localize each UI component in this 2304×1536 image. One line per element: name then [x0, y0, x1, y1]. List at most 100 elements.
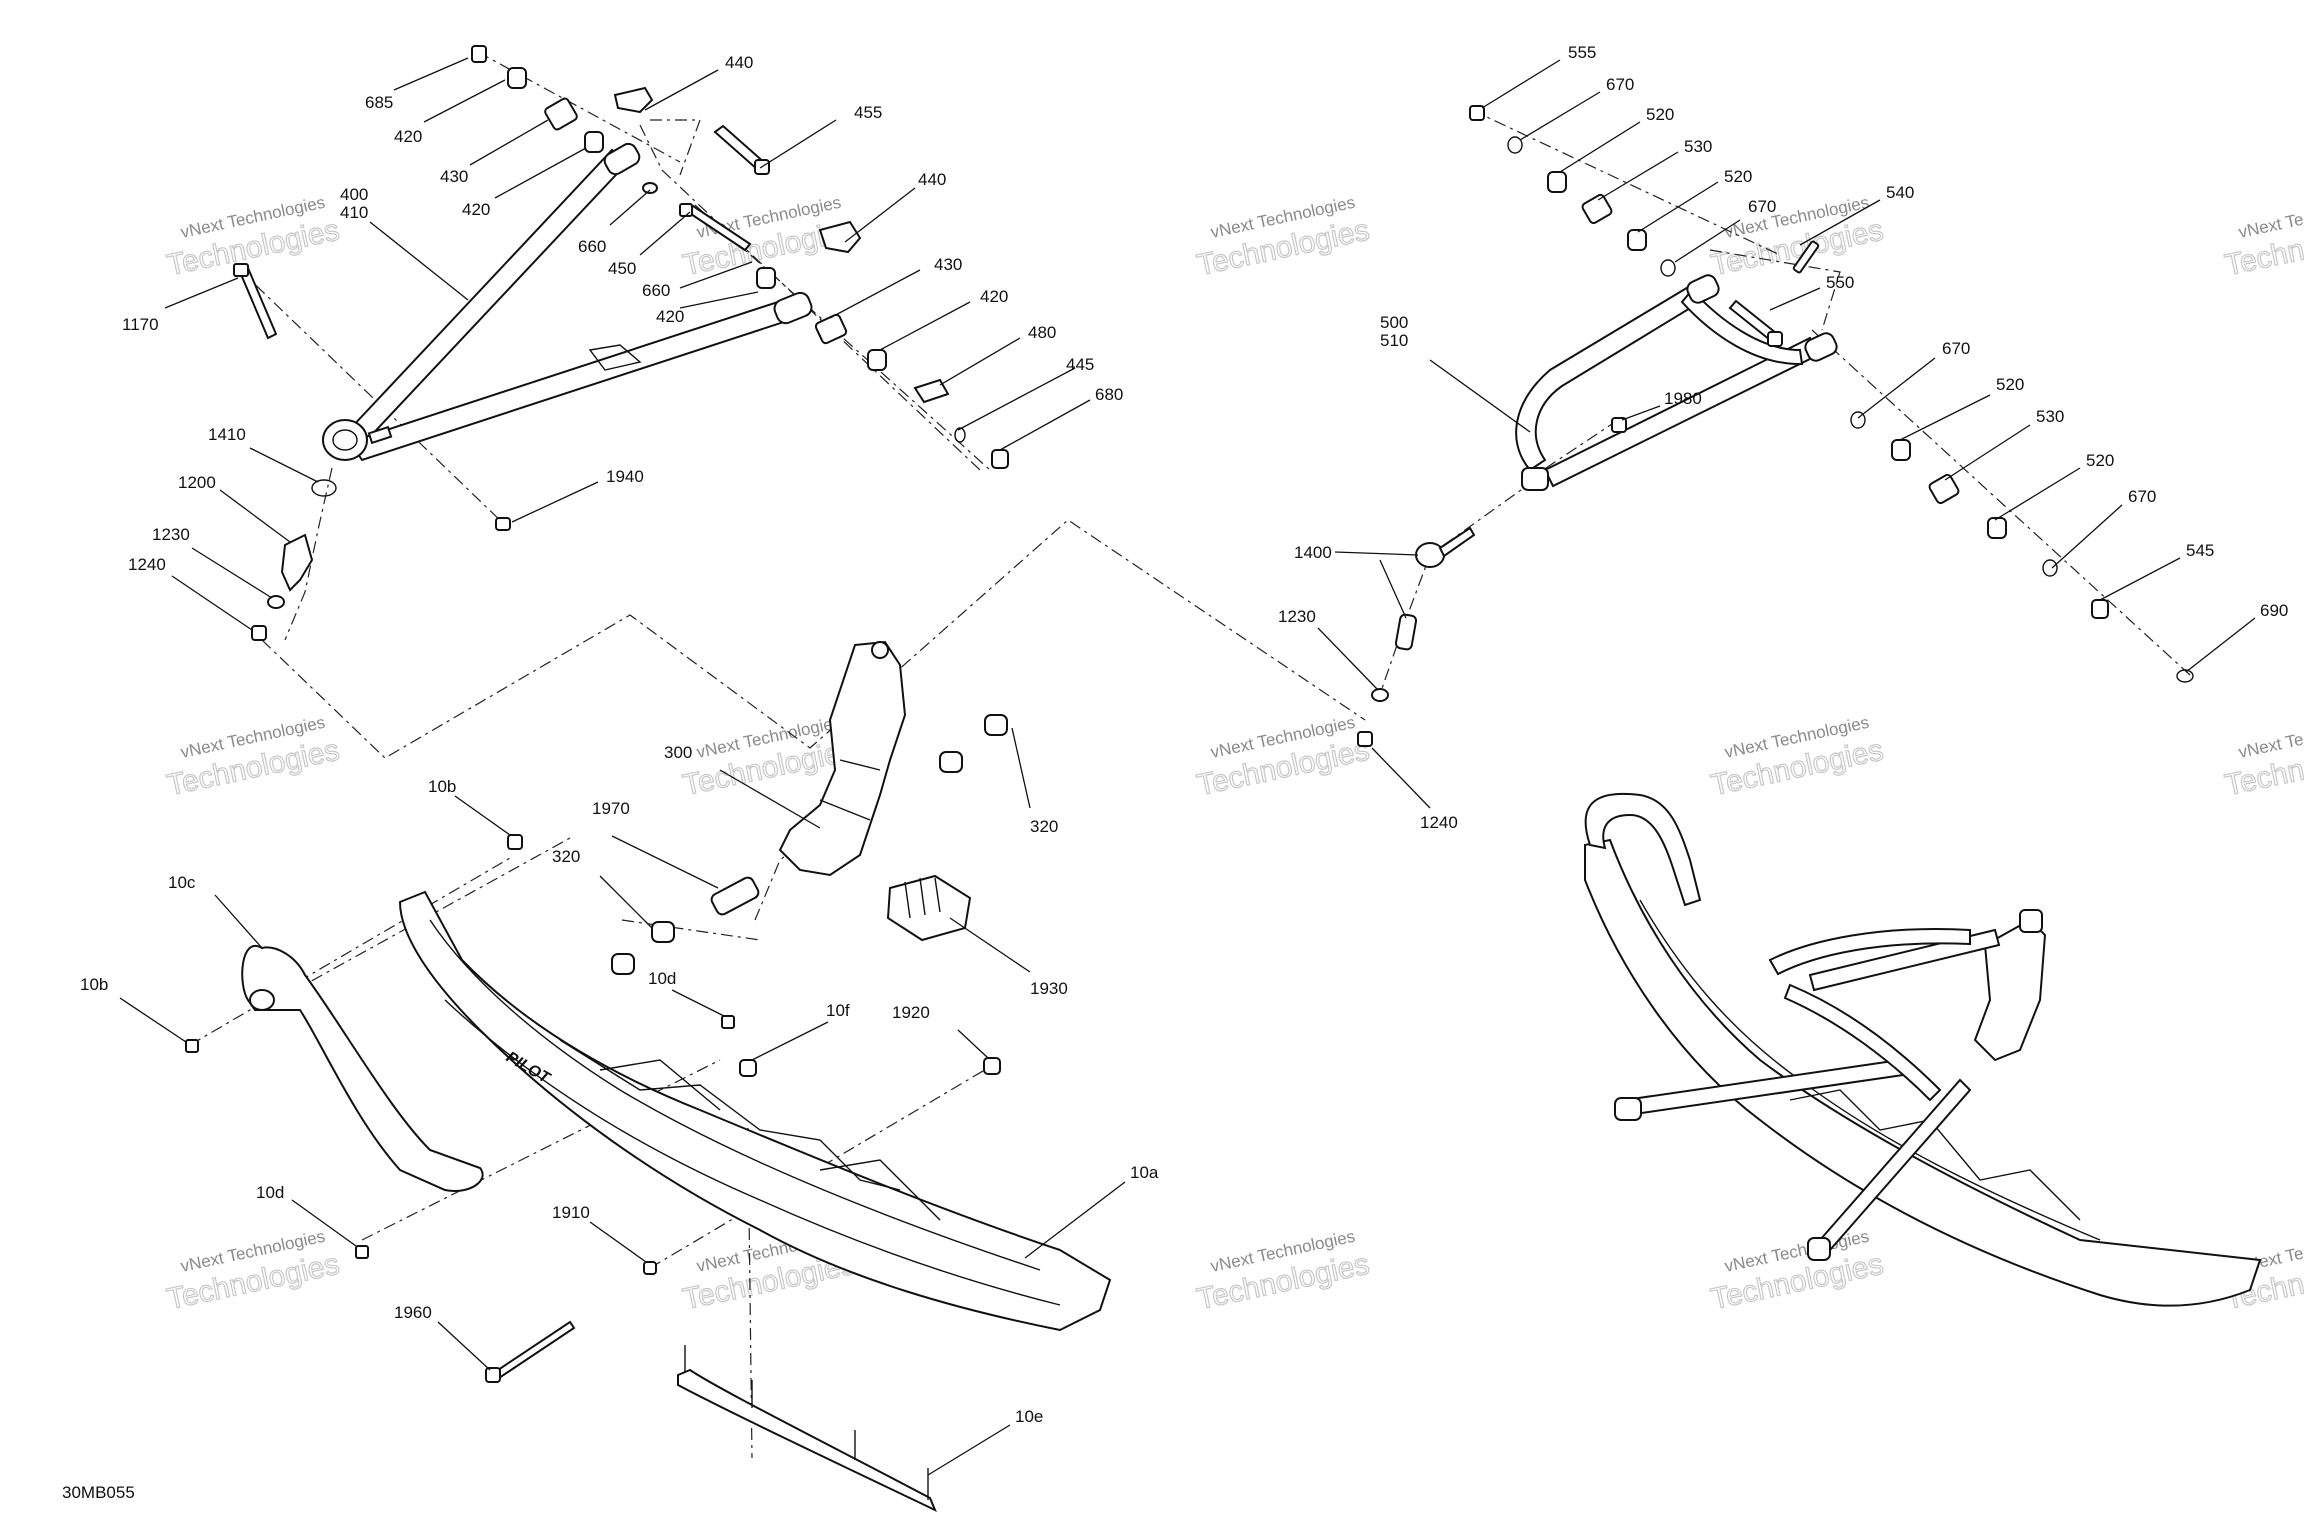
assembled-nut: [1807, 1237, 1831, 1261]
callout-500: 500: [1380, 313, 1408, 332]
leader: [249, 447, 319, 483]
callout-420: 420: [980, 287, 1008, 306]
leader: [1371, 747, 1431, 809]
leader: [393, 57, 469, 91]
bushing-420-a: [507, 67, 527, 89]
leader: [1944, 424, 2031, 481]
screw-10b-left: [185, 1039, 199, 1053]
assembly-line: [694, 204, 991, 471]
assembly-line: [649, 1067, 989, 1269]
assembled-handle: [1584, 792, 1702, 907]
washer-660-a: [642, 182, 658, 194]
callout-670: 670: [1748, 197, 1776, 216]
spindle-300-bore: [871, 641, 889, 659]
leader: [511, 481, 599, 523]
leader: [119, 997, 187, 1043]
leader: [1011, 727, 1031, 809]
leader: [2051, 504, 2123, 569]
pin-540: [1792, 240, 1820, 274]
assembly-line: [261, 519, 1366, 759]
washer-670-d: [2042, 559, 2058, 577]
assembly-line: [621, 919, 761, 941]
leader: [423, 79, 506, 123]
bushing-520-c: [1891, 439, 1911, 461]
leader: [1379, 559, 1407, 619]
assembly-line: [650, 119, 701, 176]
leader: [191, 547, 273, 599]
bracket-440-a: [613, 86, 654, 114]
ski-body-frame: [559, 1039, 901, 1191]
leader: [1334, 551, 1419, 556]
leader: [1429, 359, 1531, 433]
callout-660: 660: [578, 237, 606, 256]
callout-520: 520: [1724, 167, 1752, 186]
leader: [1674, 219, 1741, 263]
spindle-assembly: [611, 640, 1008, 975]
callout-leaders: [119, 57, 2256, 1476]
spacer-530-b: [1928, 473, 1960, 505]
leader: [1559, 121, 1641, 173]
assembled-ball-joint: [1614, 1097, 1642, 1121]
assembled-ski-view: [1584, 792, 2262, 1307]
callout-455: 455: [854, 103, 882, 122]
callout-1980: 1980: [1664, 389, 1702, 408]
leader: [369, 221, 469, 301]
leader: [1769, 287, 1821, 311]
assembly-line: [1539, 419, 1619, 473]
nut-10f: [739, 1059, 757, 1077]
ball-joint-1400-shank: [1438, 526, 1476, 558]
washer-670-c: [1850, 411, 1866, 429]
leader: [1899, 394, 1991, 441]
callout-450: 450: [608, 259, 636, 278]
bushing-520-d: [1987, 517, 2007, 539]
bolt-1170-head: [233, 263, 249, 277]
leader: [469, 119, 549, 166]
callout-10a: 10a: [1130, 1163, 1159, 1182]
ring-1410: [311, 479, 337, 497]
ball-joint-1400-body: [1394, 613, 1418, 651]
callout-530: 530: [1684, 137, 1712, 156]
bushing-420-c: [756, 267, 776, 289]
leader: [291, 1199, 357, 1247]
callout-480: 480: [1028, 323, 1056, 342]
ball-joint-1200: [280, 533, 314, 592]
leader: [494, 147, 587, 199]
leader: [1024, 1181, 1126, 1259]
leader: [164, 277, 239, 309]
callout-670: 670: [1942, 339, 1970, 358]
callout-1960: 1960: [394, 1303, 432, 1322]
callout-420: 420: [394, 127, 422, 146]
watermark: vNext Technologies Technologies: [164, 193, 343, 283]
bolt-1170: [238, 266, 278, 340]
leader: [437, 1321, 491, 1371]
ski-body-inner2: [444, 999, 1061, 1306]
assembly-line: [1709, 249, 1841, 331]
spindle-300: [778, 640, 907, 877]
callout-660: 660: [642, 281, 670, 300]
leader: [609, 189, 651, 226]
leader: [759, 119, 837, 169]
callout-1910: 1910: [552, 1203, 590, 1222]
bushing-420-d: [867, 349, 887, 371]
plate-480: [913, 378, 950, 404]
leader: [751, 1021, 829, 1061]
callout-685: 685: [365, 93, 393, 112]
callout-670: 670: [2128, 487, 2156, 506]
assembly-line: [1811, 329, 2191, 676]
callout-410: 410: [340, 203, 368, 222]
callout-1400: 1400: [1294, 543, 1332, 562]
callout-10b: 10b: [428, 777, 456, 796]
a-arm-500-front-pivot: [1686, 274, 1720, 304]
ski-handle-10c: [241, 944, 484, 1192]
callout-440: 440: [918, 170, 946, 189]
callout-670: 670: [1606, 75, 1634, 94]
callout-680: 680: [1095, 385, 1123, 404]
block-1930-ribs: [904, 877, 941, 919]
callout-555: 555: [1568, 43, 1596, 62]
a-arm-500-rear-pivot: [1804, 332, 1838, 362]
callout-545: 545: [2186, 541, 2214, 560]
assembly-line: [1377, 479, 1536, 701]
bracket-440-b: [818, 220, 862, 254]
a-arm-front-bushing: [603, 142, 641, 176]
